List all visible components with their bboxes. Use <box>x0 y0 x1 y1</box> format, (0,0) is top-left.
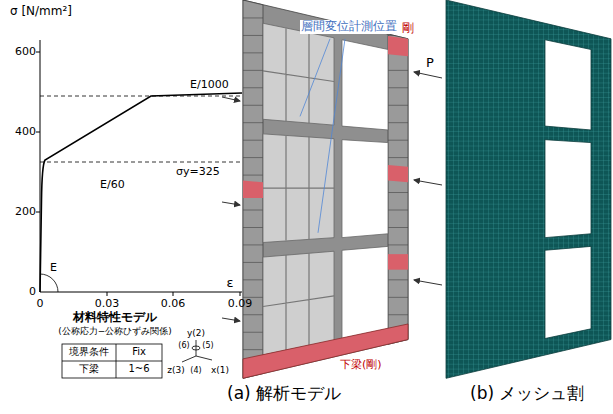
tick-label: 0 <box>37 298 44 311</box>
tick-label: 0.03 <box>95 298 120 311</box>
axis-title: σ [N/mm²] <box>10 5 72 19</box>
slope-label: E/1000 <box>190 79 229 92</box>
load-arrows <box>222 72 442 321</box>
axis-label: (4) <box>190 366 201 375</box>
axis-label: y(2) <box>187 328 205 338</box>
tick-label: 0.09 <box>228 298 253 311</box>
load-label: P <box>426 56 434 71</box>
mesh-model <box>446 0 611 378</box>
rigid-beam-label: 下梁(剛) <box>340 359 382 372</box>
measurement-note: 層間変位計測位置 <box>300 20 398 34</box>
tick-label: 200 <box>15 206 36 219</box>
table-cell: 1~6 <box>128 363 149 375</box>
modulus-label: E <box>50 262 57 275</box>
tick-label: 600 <box>15 46 36 59</box>
table-cell: 下梁 <box>79 363 99 375</box>
table-cell: Fix <box>132 346 146 358</box>
figure-caption: (b) メッシュ割 <box>470 384 584 404</box>
axis-label: x(1) <box>211 365 229 375</box>
yield-label: σy=325 <box>176 166 220 179</box>
axis-label: (6) <box>178 341 189 350</box>
tick-label: 0.06 <box>161 298 186 311</box>
table-cell: 境界条件 <box>69 346 109 358</box>
tick-label: 400 <box>15 126 36 139</box>
rigid-label: 剛 <box>402 22 414 36</box>
stress-strain-chart <box>36 40 242 296</box>
boundary-table <box>62 344 162 378</box>
chart-caption: 材料特性モデル <box>73 311 157 325</box>
figure-caption: (a) 解析モデル <box>227 384 341 404</box>
axis-label: z(3) <box>167 365 184 375</box>
slope-label: E/60 <box>100 179 125 192</box>
analysis-model <box>243 0 408 378</box>
axis-title: ε <box>226 276 233 291</box>
axis-label: (5) <box>202 341 213 350</box>
tick-label: 0 <box>29 286 36 299</box>
chart-subcaption: (公称応力−公称ひずみ関係) <box>58 326 172 336</box>
